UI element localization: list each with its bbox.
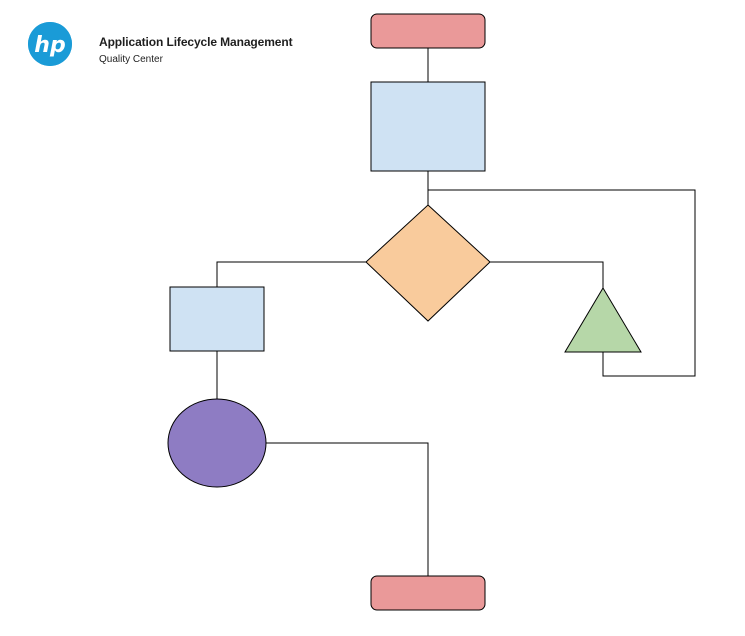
app-subtitle: Quality Center bbox=[99, 54, 163, 65]
edge-decision-to-left-process bbox=[216, 261, 366, 287]
triangle-shape[interactable] bbox=[564, 287, 642, 353]
app-title: Application Lifecycle Management bbox=[99, 35, 293, 49]
process-box-top[interactable] bbox=[370, 81, 486, 172]
start-terminator[interactable] bbox=[370, 13, 486, 49]
edge-decision-to-triangle bbox=[490, 261, 604, 288]
hp-logo-icon: hp bbox=[28, 22, 72, 66]
end-terminator[interactable] bbox=[370, 575, 486, 611]
brand-header: hp Application Lifecycle Management Qual… bbox=[28, 22, 328, 72]
edge-circle-to-end bbox=[266, 442, 429, 576]
decision-diamond[interactable] bbox=[365, 204, 491, 322]
logo-text: hp bbox=[34, 33, 65, 58]
connectors bbox=[216, 48, 696, 576]
edge-triangle-loop-back bbox=[428, 189, 696, 377]
process-box-left[interactable] bbox=[169, 286, 265, 352]
circle-node[interactable] bbox=[167, 398, 267, 488]
hp-logo: hp bbox=[28, 22, 72, 66]
